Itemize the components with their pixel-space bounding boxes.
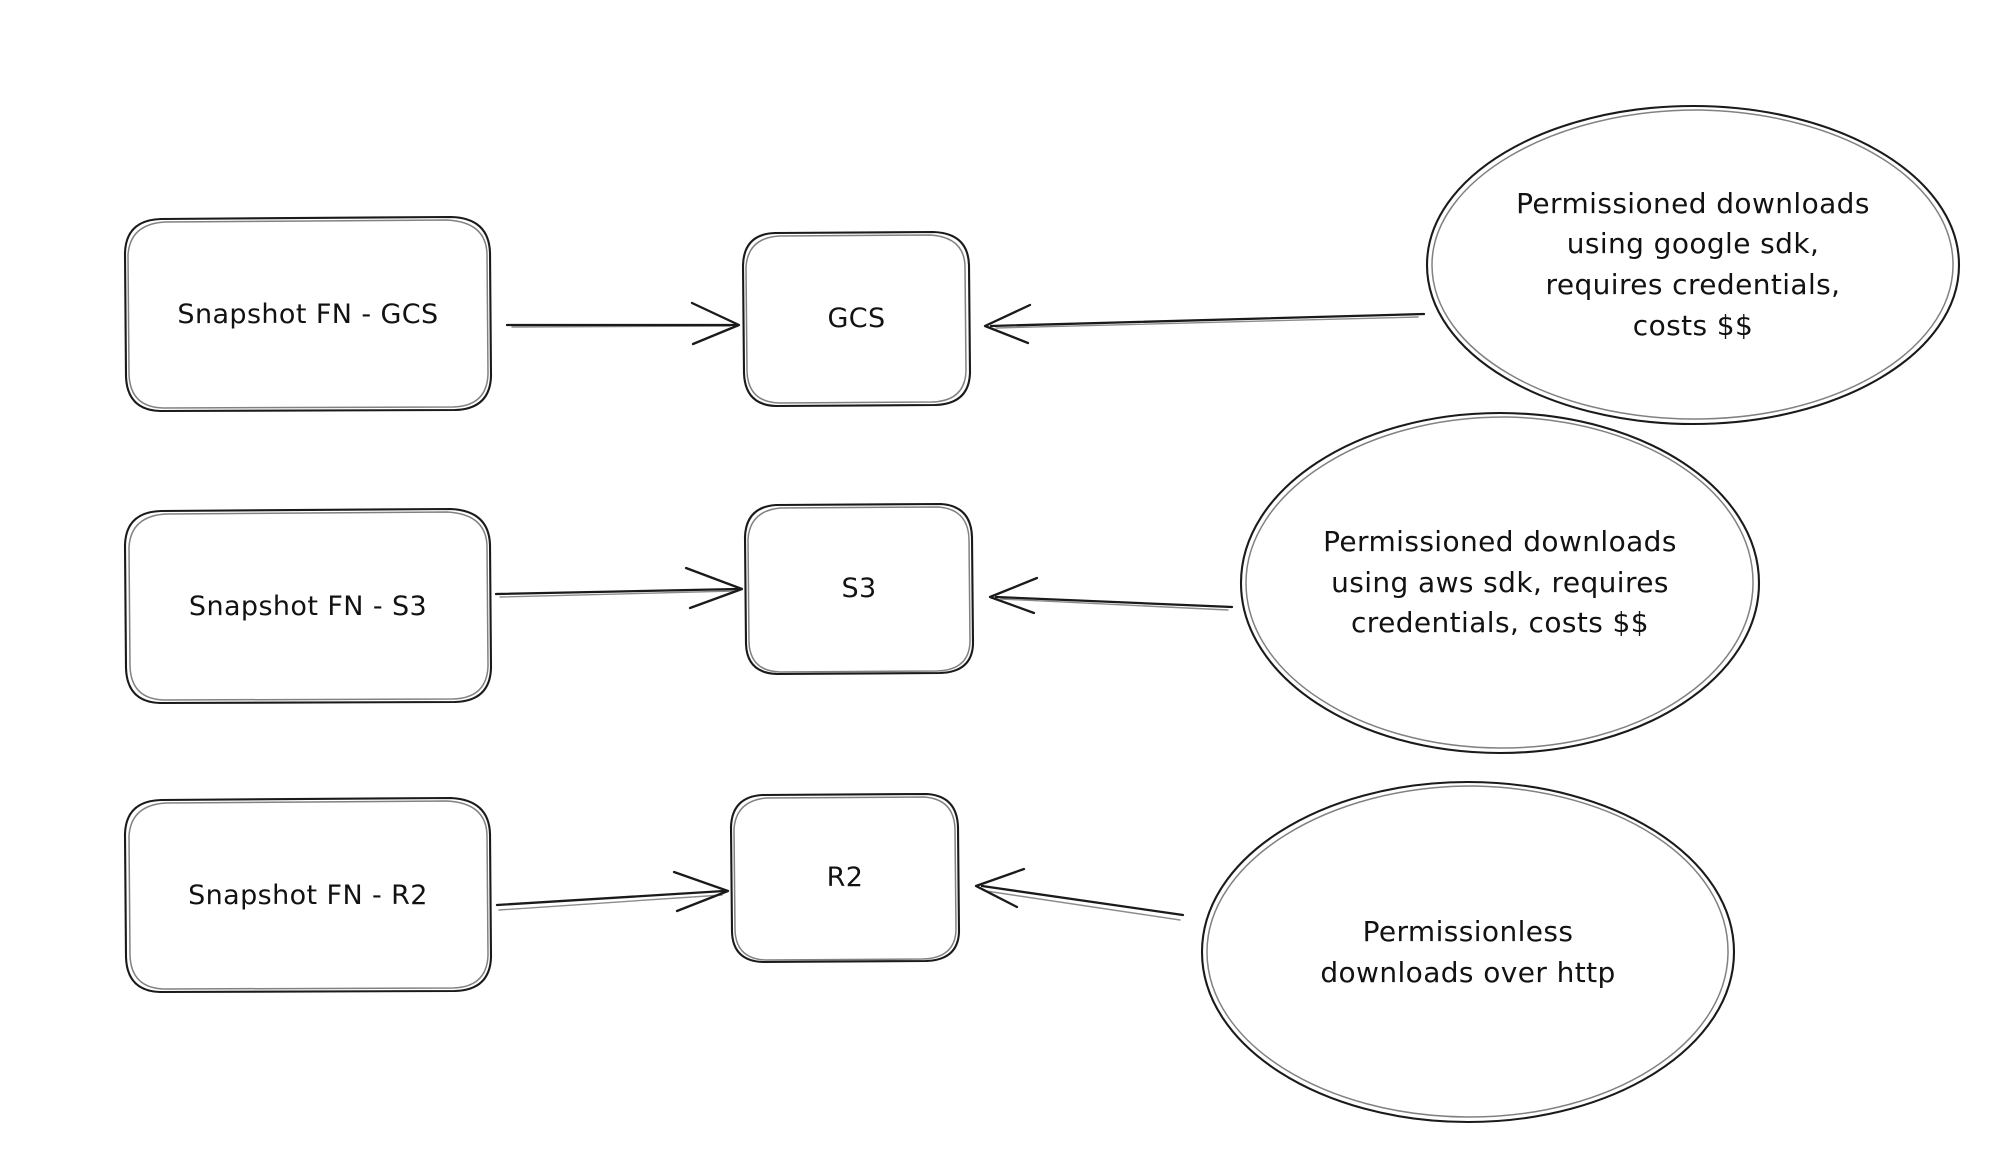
arrow-note-to-store-r2 [974, 867, 1185, 921]
arrow-source-to-store-r2 [495, 870, 730, 913]
store-box-gcs-shape[interactable] [741, 230, 972, 408]
arrow-note-to-store-s3 [988, 576, 1234, 615]
store-box-s3-shape[interactable] [743, 502, 975, 676]
source-box-r2-shape[interactable] [123, 796, 493, 994]
note-ellipse-s3-shape[interactable] [1239, 411, 1761, 755]
source-box-gcs-shape[interactable] [123, 215, 493, 413]
arrow-source-to-store-gcs [505, 301, 741, 346]
source-box-s3-shape[interactable] [123, 507, 493, 705]
note-ellipse-gcs-shape[interactable] [1425, 104, 1961, 426]
note-ellipse-r2-shape[interactable] [1200, 780, 1736, 1124]
store-box-r2-shape[interactable] [729, 792, 961, 964]
arrow-source-to-store-s3 [494, 566, 744, 610]
arrow-note-to-store-gcs [983, 303, 1426, 345]
